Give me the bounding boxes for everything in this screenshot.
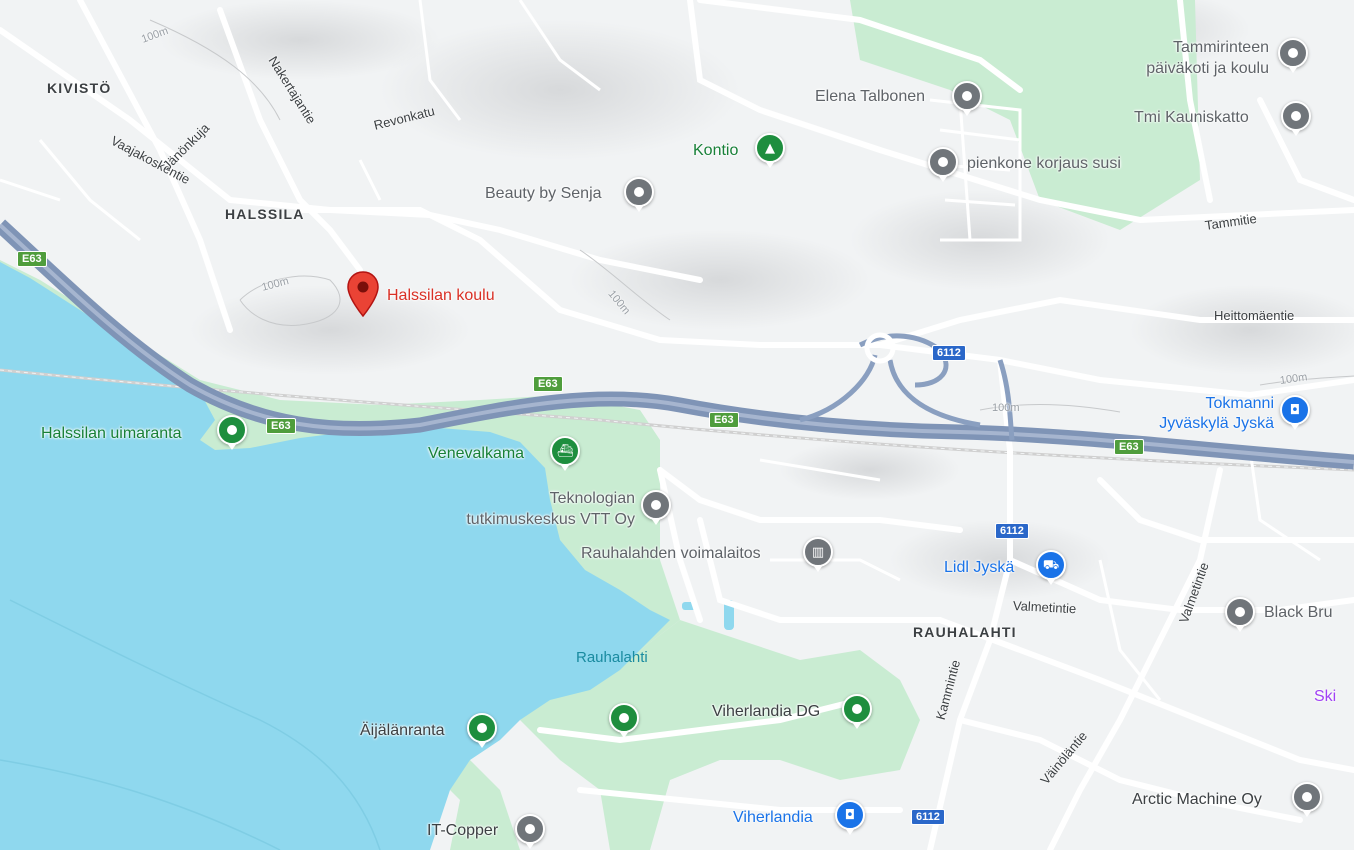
poi-label-kontio[interactable]: Kontio [693,142,739,159]
selected-place-label[interactable]: Halssilan koulu [387,287,495,304]
shopping-bag-icon[interactable]: ◘ [1280,395,1310,430]
place-icon[interactable] [624,177,654,212]
poi-label-tammirinteen[interactable]: Tammirinteen päiväkoti ja koulu [1146,39,1269,77]
poi-label-beauty-by-senja[interactable]: Beauty by Senja [485,185,602,202]
place-icon[interactable] [641,490,671,525]
terrain-shade [190,285,470,375]
road-shield-e63: E63 [1114,439,1144,455]
boat-icon[interactable]: ⛴ [550,436,580,471]
poi-label-pienkone-korjaus-susi[interactable]: pienkone korjaus susi [967,155,1121,172]
terrain-shade [570,230,870,330]
road-shield-6112: 6112 [911,809,945,825]
contour-label: 100m [992,402,1020,414]
park-icon[interactable] [467,713,497,748]
contour-lines [149,19,1354,413]
poi-label-arctic-machine-oy[interactable]: Arctic Machine Oy [1132,791,1262,808]
place-icon[interactable] [1292,782,1322,817]
poi-label-vtt[interactable]: Teknologian tutkimuskeskus VTT Oy [466,490,635,528]
place-icon[interactable] [515,814,545,849]
terrain-shade [160,0,440,80]
street-label-heittomaentie: Heittomäentie [1214,308,1295,323]
roundabout [864,332,896,364]
road-shield-6112: 6112 [995,523,1029,539]
shopping-cart-icon[interactable]: ⛟ [1036,550,1066,585]
poi-label-it-copper[interactable]: IT-Copper [427,822,499,839]
place-icon[interactable] [928,147,958,182]
tree-icon[interactable]: ▲ [755,133,785,168]
poi-label-lidl-jyska[interactable]: Lidl Jyskä [944,559,1015,576]
area-label-halssila: HALSSILA [225,206,305,222]
poi-label-elena-talbonen[interactable]: Elena Talbonen [815,88,926,105]
place-icon[interactable] [1278,38,1308,73]
poi-label-ski[interactable]: Ski [1314,688,1337,705]
park-area [850,0,1200,230]
poi-label-black-bru[interactable]: Black Bru [1264,604,1333,621]
place-icon[interactable] [1281,101,1311,136]
landmark-icon[interactable]: ▥ [803,537,833,572]
waterway [9,599,381,850]
road-shield-e63: E63 [266,418,296,434]
park-icon[interactable] [217,415,247,450]
terrain-shade [380,20,740,160]
area-label-kivisto: KIVISTÖ [47,80,112,96]
road-shield-e63: E63 [533,376,563,392]
poi-label-tmi-kauniskatto[interactable]: Tmi Kauniskatto [1134,109,1249,126]
terrain-shade [1130,285,1354,375]
place-icon[interactable] [1225,597,1255,632]
place-icon[interactable] [952,81,982,116]
red-location-pin-icon[interactable] [346,270,380,323]
area-label-rauhalahti: RAUHALAHTI [913,624,1017,640]
park-icon[interactable] [842,694,872,729]
railway [0,369,1354,471]
poi-label-rauhalahden-voimalaitos[interactable]: Rauhalahden voimalaitos [581,545,761,562]
terrain-shade [780,440,960,500]
water-label-rauhalahti: Rauhalahti [576,649,648,666]
road-shield-e63: E63 [709,412,739,428]
road-shield-e63: E63 [17,251,47,267]
road-shield-6112: 6112 [932,345,966,361]
poi-label-viherlandia-dg[interactable]: Viherlandia DG [712,703,821,720]
poi-label-halssilan-uimaranta[interactable]: Halssilan uimaranta [41,425,182,442]
shopping-bag-icon[interactable]: ◘ [835,800,865,835]
poi-label-venevalkama[interactable]: Venevalkama [428,445,525,462]
poi-label-viherlandia[interactable]: Viherlandia [733,809,813,826]
pond [724,600,734,630]
waterway [0,759,281,850]
park-icon[interactable] [609,703,639,738]
lake-water [0,262,670,850]
highway-e63-center [0,223,1354,464]
poi-label-aijalanranta[interactable]: Äijälänranta [360,722,445,739]
poi-label-tokmanni[interactable]: Tokmanni Jyväskylä Jyskä [1159,395,1274,432]
